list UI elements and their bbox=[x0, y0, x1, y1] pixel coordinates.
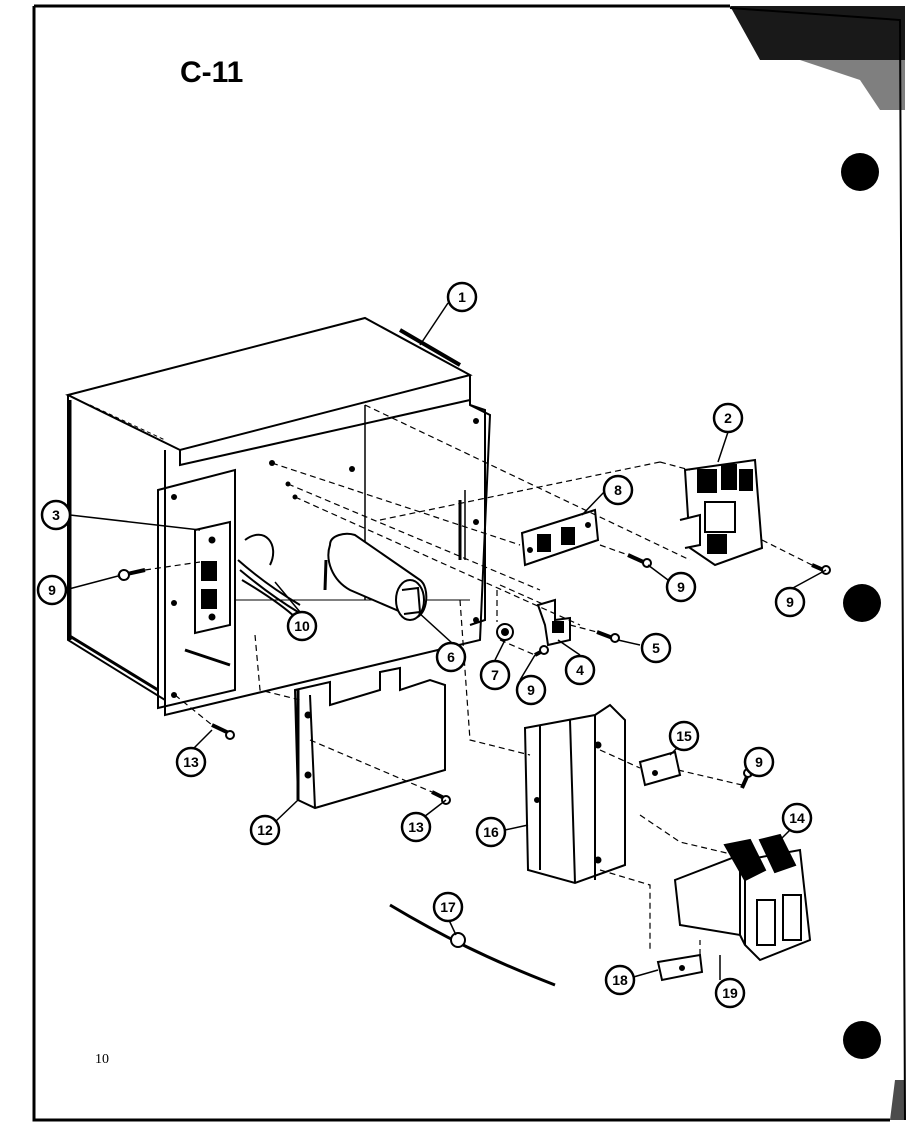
svg-text:16: 16 bbox=[483, 824, 499, 840]
svg-text:13: 13 bbox=[183, 754, 199, 770]
callout-1: 1 bbox=[446, 281, 478, 313]
svg-text:7: 7 bbox=[491, 667, 499, 683]
callout-13-left: 13 bbox=[175, 746, 207, 778]
retaining-clip bbox=[638, 750, 682, 787]
callout-9-washer: 9 bbox=[515, 674, 547, 706]
callout-8: 8 bbox=[602, 474, 634, 506]
star-washer bbox=[496, 623, 514, 641]
wire-harness bbox=[237, 533, 301, 619]
svg-text:1: 1 bbox=[458, 289, 466, 305]
capacitor-bracket bbox=[293, 666, 446, 810]
capacitor bbox=[323, 532, 428, 621]
cable-tie bbox=[389, 903, 556, 987]
svg-text:17: 17 bbox=[440, 899, 456, 915]
circuit-breaker bbox=[673, 833, 812, 962]
assembly-lines bbox=[144, 404, 813, 955]
callout-9-clip: 9 bbox=[743, 746, 775, 778]
diagram-title: C-11 bbox=[180, 56, 243, 89]
terminal-plate bbox=[194, 520, 231, 635]
svg-text:19: 19 bbox=[722, 985, 738, 1001]
callout-13-bracket: 13 bbox=[400, 811, 432, 843]
svg-text:9: 9 bbox=[786, 594, 794, 610]
svg-text:8: 8 bbox=[614, 482, 622, 498]
callout-7: 7 bbox=[479, 659, 511, 691]
svg-text:13: 13 bbox=[408, 819, 424, 835]
callout-5: 5 bbox=[640, 632, 672, 664]
callout-9-relay: 9 bbox=[774, 586, 806, 618]
breaker-clip bbox=[656, 953, 704, 982]
callout-9-terminal-strip: 9 bbox=[665, 571, 697, 603]
callout-10: 10 bbox=[286, 610, 318, 642]
terminal-strip bbox=[520, 508, 600, 567]
control-box-housing bbox=[65, 316, 492, 717]
binder-hole-top bbox=[841, 153, 879, 191]
svg-text:6: 6 bbox=[447, 649, 455, 665]
callout-2: 2 bbox=[712, 402, 744, 434]
svg-text:14: 14 bbox=[789, 810, 805, 826]
svg-text:9: 9 bbox=[755, 754, 763, 770]
ground-lug bbox=[536, 598, 571, 647]
relay bbox=[679, 458, 764, 567]
callout-18: 18 bbox=[604, 964, 636, 996]
svg-text:9: 9 bbox=[677, 579, 685, 595]
housing-screw-holes bbox=[171, 418, 479, 698]
binder-hole-middle bbox=[843, 584, 881, 622]
svg-text:9: 9 bbox=[527, 682, 535, 698]
svg-text:2: 2 bbox=[724, 410, 732, 426]
callout-3: 3 bbox=[40, 499, 72, 531]
svg-text:18: 18 bbox=[612, 972, 628, 988]
breaker-mounting-bracket bbox=[523, 703, 626, 885]
binder-hole-bottom bbox=[843, 1021, 881, 1059]
page-number: 10 bbox=[95, 1052, 109, 1067]
page-border bbox=[32, 4, 906, 1122]
callout-19: 19 bbox=[714, 977, 746, 1009]
callout-16: 16 bbox=[475, 816, 507, 848]
callout-17: 17 bbox=[432, 891, 464, 923]
svg-text:5: 5 bbox=[652, 640, 660, 656]
callout-15: 15 bbox=[668, 720, 700, 752]
svg-text:4: 4 bbox=[576, 662, 584, 678]
callouts: 1 2 3 4 5 6 7 8 9 9 9 9 9 9 10 12 13 13 … bbox=[36, 281, 813, 1009]
svg-text:10: 10 bbox=[294, 618, 310, 634]
callout-9-left: 9 bbox=[36, 574, 68, 606]
callout-12: 12 bbox=[249, 814, 281, 846]
callout-6: 6 bbox=[435, 641, 467, 673]
svg-text:9: 9 bbox=[48, 582, 56, 598]
svg-text:3: 3 bbox=[52, 507, 60, 523]
svg-text:12: 12 bbox=[257, 822, 273, 838]
callout-4: 4 bbox=[564, 654, 596, 686]
callout-14: 14 bbox=[781, 802, 813, 834]
svg-text:15: 15 bbox=[676, 728, 692, 744]
